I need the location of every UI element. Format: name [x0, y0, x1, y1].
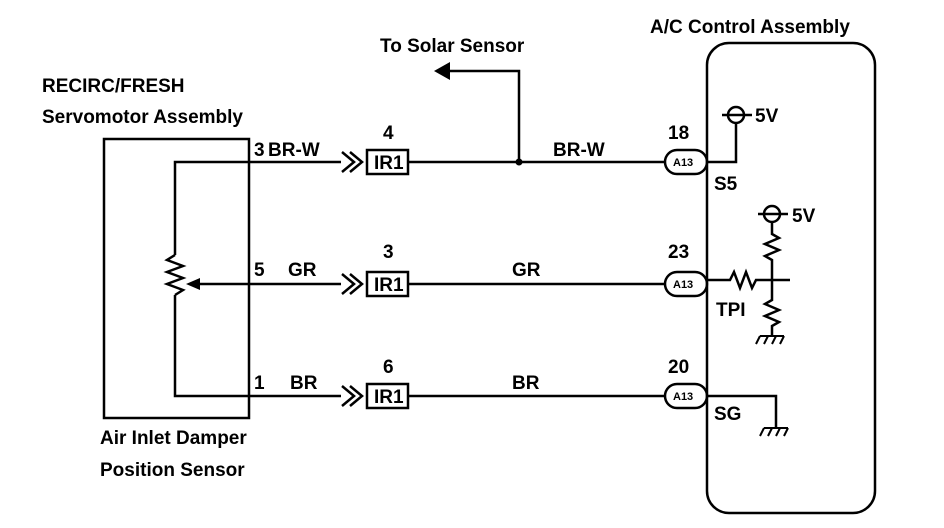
servo-pin-2: 5: [254, 260, 265, 281]
wire-gr: 5 GR 3 GR 23 IR1 A13: [249, 214, 790, 345]
servo-label-line2: Servomotor Assembly: [42, 107, 243, 128]
wire-color-2: GR: [512, 260, 541, 281]
servomotor-box: [102, 137, 251, 420]
signal-label-tpi: TPI: [716, 300, 746, 321]
supply-label-1: 5V: [755, 106, 779, 127]
ecu-connector-name-1: A13: [673, 157, 693, 169]
ecu-connector-name-2: A13: [673, 279, 693, 291]
connector-pin-2: 3: [383, 242, 394, 263]
wiper-arrow: [186, 278, 200, 290]
servo-color-2: GR: [288, 260, 317, 281]
connector-name-2: IR1: [374, 275, 404, 296]
ecu-pin-1: 18: [668, 123, 689, 144]
wire-br-w: 3 BR-W 4 BR-W 18 IR1 A13: [249, 120, 738, 176]
supply-label-2: 5V: [792, 206, 816, 227]
sensor-label-line2: Position Sensor: [100, 460, 245, 481]
supply-5v-1: 5V: [722, 105, 779, 127]
connector-name-1: IR1: [374, 153, 404, 174]
ecu-connector-name-3: A13: [673, 391, 693, 403]
connector-pin-1: 4: [383, 123, 394, 144]
potentiometer: [163, 160, 249, 398]
ecu-pin-3: 20: [668, 357, 689, 378]
control-assembly-box: [705, 41, 877, 515]
signal-label-sg: SG: [714, 404, 741, 425]
servo-pin-3: 1: [254, 373, 265, 394]
control-assembly-label: A/C Control Assembly: [650, 17, 850, 38]
wire-br: 1 BR 6 BR 20 IR1 A13: [249, 357, 789, 437]
solar-sensor-label: To Solar Sensor: [380, 36, 525, 57]
servo-color-1: BR-W: [268, 140, 320, 161]
connector-name-3: IR1: [374, 387, 404, 408]
ecu-pin-2: 23: [668, 242, 689, 263]
signal-label-s5: S5: [714, 174, 738, 195]
supply-5v-2: 5V: [758, 204, 816, 227]
sensor-label-line1: Air Inlet Damper: [100, 428, 247, 449]
wire-color-3: BR: [512, 373, 540, 394]
solar-sensor-branch: [434, 62, 523, 166]
solar-arrow: [434, 62, 450, 80]
servo-color-3: BR: [290, 373, 318, 394]
wire-color-1: BR-W: [553, 140, 605, 161]
servo-label-line1: RECIRC/FRESH: [42, 76, 185, 97]
connector-pin-3: 6: [383, 357, 394, 378]
servo-pin-1: 3: [254, 140, 265, 161]
